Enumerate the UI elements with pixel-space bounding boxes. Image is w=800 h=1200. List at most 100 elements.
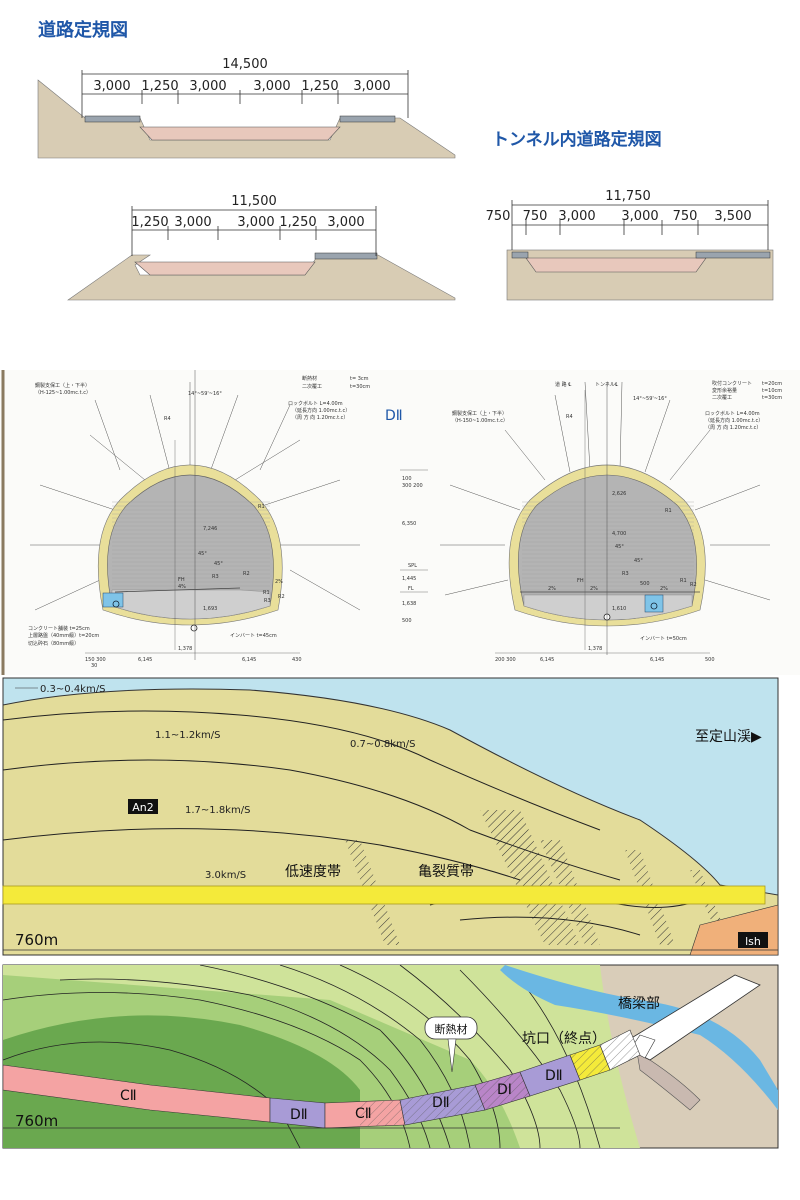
deformation-thickness: t=10cm [762, 388, 782, 394]
steel-support-spec: （H-125~1.00mc.t.c） [35, 390, 91, 396]
segment-label: DⅡ [432, 1095, 450, 1111]
dim-label: 1,610 [612, 606, 626, 612]
support-class-label: DⅡ [385, 408, 403, 424]
angle-label: 14°~59'~16° [633, 396, 667, 402]
dim-label: 500 [402, 618, 412, 624]
tunnel-cross-section-left: 14°~59'~16° 鋼製支保工（上・下半） （H-125~1.00mc.t.… [28, 370, 370, 669]
road-standard-section: 道路定規図 14,500 3,000 1,250 3,000 3,000 1,2… [37, 19, 774, 301]
velocity-label: 1.1~1.2km/S [155, 730, 220, 741]
dim-total: 11,500 [231, 194, 277, 209]
steel-support-label: 鋼製支保工（上・下半） [35, 382, 90, 389]
portal-label: 坑口（終点） [522, 1031, 606, 1047]
radius-label: R3 [212, 574, 219, 580]
pavement [525, 257, 707, 273]
dim: 3,000 [327, 215, 364, 230]
slope-label: 4% [178, 584, 186, 590]
segment-label: CⅡ [120, 1088, 137, 1104]
steel-support-spec: （H-150~1.00mc.t.c） [452, 418, 508, 424]
river [500, 965, 778, 1110]
fh-label: FH [178, 577, 185, 583]
dim-label: 1,638 [402, 601, 416, 607]
dim-label: 200 300 [495, 657, 516, 663]
dim-total: 14,500 [222, 57, 268, 72]
tunnel-cross-section-right: DⅡ 道 路 ℄ トンネル℄ 14°~59'~16° 鋼製支保工（上・下半） （… [385, 380, 782, 663]
dim: 3,000 [174, 215, 211, 230]
dim: 750 [673, 209, 698, 224]
angle-label: 45° [634, 558, 643, 564]
sidewalk-left [84, 115, 141, 123]
angle-label: 45° [615, 544, 624, 550]
fracture-zone-hatch [480, 810, 580, 945]
velocity-label: 0.7~0.8km/S [350, 739, 415, 750]
tunnel-centerline-label: トンネル℄ [595, 382, 619, 388]
lining-thickness: t=30cm [762, 395, 782, 401]
insulation-thickness: t= 3cm [350, 376, 369, 382]
dim: 1,250 [279, 215, 316, 230]
dim-label: 1,693 [203, 606, 217, 612]
bridge-label: 橋梁部 [618, 996, 660, 1012]
shotcrete-label: 吹付コンクリート [712, 380, 752, 387]
dim-label: 6,350 [402, 521, 416, 527]
slope-label: 2% [590, 586, 598, 592]
dim-label: 1,378 [588, 646, 602, 652]
radius-label: R1 [680, 578, 687, 584]
tunnel-band [2, 885, 766, 905]
dim: 750 [523, 209, 548, 224]
rock-bolt-label: ロックボルト L=4.00m [705, 410, 760, 417]
fh-label: FH [577, 578, 584, 584]
road-standard-title: 道路定規図 [38, 19, 128, 41]
dim: 3,000 [621, 209, 658, 224]
radius-label: R2 [278, 594, 285, 600]
dim-label: 6,145 [242, 657, 256, 663]
dim-total: 11,750 [605, 189, 651, 204]
dim: 3,000 [237, 215, 274, 230]
spl-label: SPL [408, 563, 417, 569]
fl-label: FL [408, 586, 414, 592]
dim-label: 1,445 [402, 576, 416, 582]
dim: 1,250 [301, 79, 338, 94]
segment-label: CⅡ [355, 1106, 372, 1122]
pavement [139, 126, 341, 141]
tunnel-road-section: トンネル内道路定規図 11,750 750 750 3,000 3,000 75… [486, 129, 774, 301]
steel-support-label: 鋼製支保工（上・下半） [452, 410, 507, 417]
center-drain [190, 624, 198, 632]
dim: 1,250 [141, 79, 178, 94]
rock-bolt-long: （延長方向 1.00mc.t.c） [705, 417, 763, 424]
dim-label: 7,246 [203, 526, 217, 532]
rock-type-badge [738, 932, 768, 948]
drain-left [102, 592, 124, 608]
segment-label: DⅡ [545, 1068, 563, 1084]
radius-label: R4 [164, 416, 171, 422]
angle-label: 45° [198, 551, 207, 557]
dim-label: 100 [402, 476, 412, 482]
sidewalk-right [339, 115, 396, 123]
dim: 3,000 [558, 209, 595, 224]
dim: 1,250 [131, 215, 168, 230]
deformation-label: 変形余裕量 [712, 387, 737, 394]
tunnel-road-standard-title: トンネル内道路定規図 [492, 129, 662, 150]
road-centerline-label: 道 路 ℄ [555, 381, 572, 388]
low-velocity-zone-label: 低速度帯 [285, 864, 341, 880]
dim: 3,000 [93, 79, 130, 94]
sidewalk [695, 251, 771, 259]
shotcrete-thickness: t=20cm [762, 381, 782, 387]
dim: 3,500 [714, 209, 751, 224]
radius-label: R3 [264, 598, 271, 604]
radius-label: R1 [263, 590, 270, 596]
dim: 3,000 [353, 79, 390, 94]
dim-label: 430 [292, 657, 302, 663]
curb [511, 251, 529, 259]
length-label: 760m [15, 1112, 58, 1130]
dim-label: 500 [640, 581, 650, 587]
angle-label: 45° [214, 561, 223, 567]
dim-label: 4,700 [612, 531, 626, 537]
dim-label: 300 200 [402, 483, 423, 489]
paving-label: コンクリート舗装 t=25cm [28, 625, 90, 632]
road-section-1: 14,500 3,000 1,250 3,000 3,000 1,250 3,0… [37, 57, 456, 159]
radius-label: R3 [622, 571, 629, 577]
dim-label: 500 [705, 657, 715, 663]
road-section-2: 11,500 1,250 3,000 3,000 1,250 3,000 [67, 194, 456, 301]
lining-label: 二次覆工 [302, 383, 322, 390]
dim-label: 6,145 [138, 657, 152, 663]
